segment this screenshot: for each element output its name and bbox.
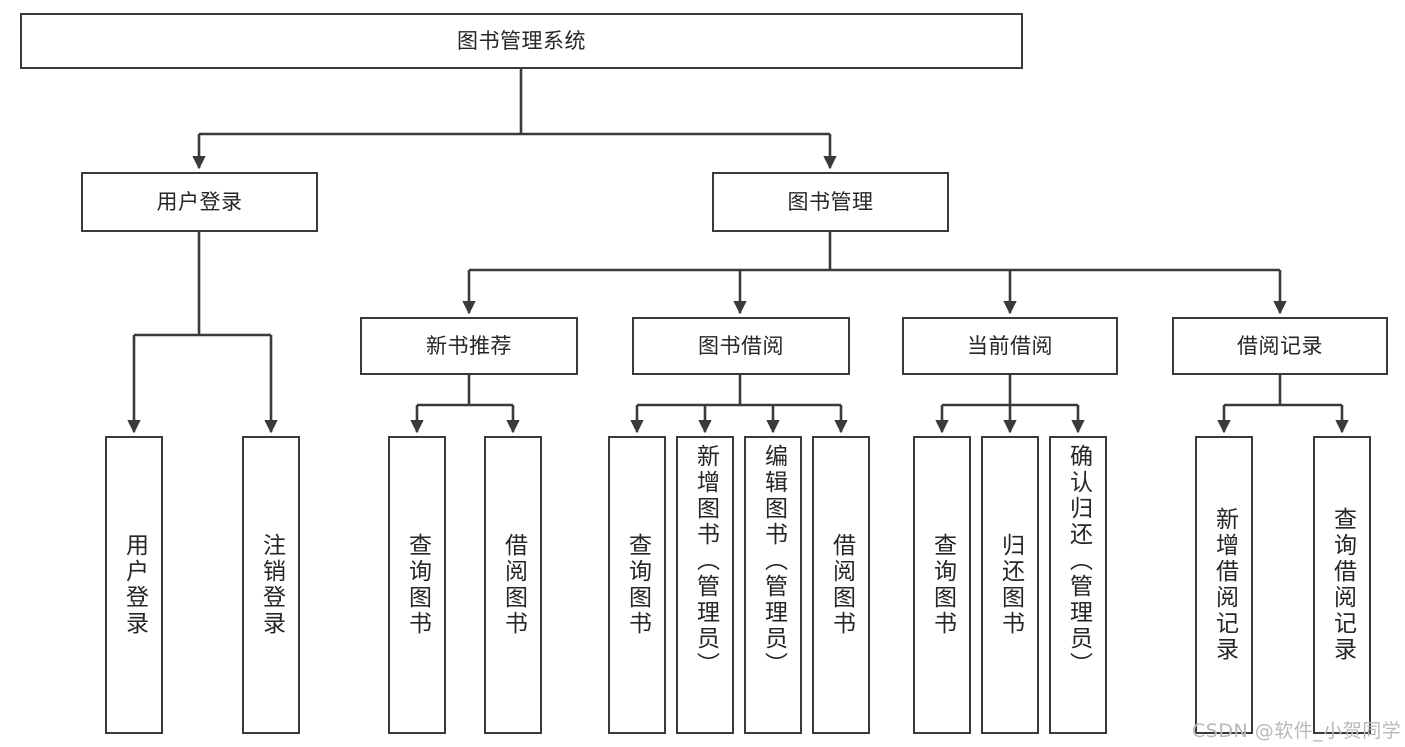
node-book-management-label: 图书管理 <box>787 189 874 214</box>
node-leaf-logout-login-label: 注销登录 <box>258 533 285 637</box>
node-borrow-record[interactable]: 借阅记录 <box>1172 317 1388 375</box>
node-root-system[interactable]: 图书管理系统 <box>20 13 1023 69</box>
node-leaf-query-record[interactable]: 查询借阅记录 <box>1313 436 1371 734</box>
node-leaf-borrow-book-1[interactable]: 借阅图书 <box>484 436 542 734</box>
node-leaf-confirm-return-label: 确认归还（管理员） <box>1065 444 1092 678</box>
node-current-borrow[interactable]: 当前借阅 <box>902 317 1118 375</box>
node-leaf-return-book-label: 归还图书 <box>997 533 1024 637</box>
node-leaf-user-login[interactable]: 用户登录 <box>105 436 163 734</box>
node-leaf-add-book[interactable]: 新增图书（管理员） <box>676 436 734 734</box>
node-leaf-add-record[interactable]: 新增借阅记录 <box>1195 436 1253 734</box>
node-leaf-borrow-book-2-label: 借阅图书 <box>828 533 855 637</box>
node-leaf-logout-login[interactable]: 注销登录 <box>242 436 300 734</box>
node-leaf-return-book[interactable]: 归还图书 <box>981 436 1039 734</box>
node-user-login-label: 用户登录 <box>156 189 243 214</box>
node-user-login[interactable]: 用户登录 <box>81 172 318 232</box>
node-new-book-recommend-label: 新书推荐 <box>426 333 512 358</box>
node-leaf-query-book-1[interactable]: 查询图书 <box>388 436 446 734</box>
node-borrow-record-label: 借阅记录 <box>1237 333 1323 358</box>
node-leaf-query-book-1-label: 查询图书 <box>404 533 431 637</box>
node-book-borrow[interactable]: 图书借阅 <box>632 317 850 375</box>
node-leaf-query-book-3[interactable]: 查询图书 <box>913 436 971 734</box>
node-leaf-query-book-2[interactable]: 查询图书 <box>608 436 666 734</box>
node-leaf-add-record-label: 新增借阅记录 <box>1211 507 1238 663</box>
node-leaf-edit-book-label: 编辑图书（管理员） <box>760 444 787 678</box>
node-current-borrow-label: 当前借阅 <box>967 333 1053 358</box>
node-new-book-recommend[interactable]: 新书推荐 <box>360 317 578 375</box>
node-root-system-label: 图书管理系统 <box>457 28 586 53</box>
node-book-management[interactable]: 图书管理 <box>712 172 949 232</box>
node-leaf-confirm-return[interactable]: 确认归还（管理员） <box>1049 436 1107 734</box>
node-leaf-query-book-3-label: 查询图书 <box>929 533 956 637</box>
node-leaf-query-book-2-label: 查询图书 <box>624 533 651 637</box>
node-leaf-edit-book[interactable]: 编辑图书（管理员） <box>744 436 802 734</box>
node-leaf-borrow-book-2[interactable]: 借阅图书 <box>812 436 870 734</box>
node-leaf-user-login-label: 用户登录 <box>121 533 148 637</box>
node-book-borrow-label: 图书借阅 <box>698 333 784 358</box>
watermark-text: CSDN @软件_小贺同学 <box>1192 720 1402 742</box>
node-leaf-query-record-label: 查询借阅记录 <box>1329 507 1356 663</box>
node-leaf-add-book-label: 新增图书（管理员） <box>692 444 719 678</box>
node-leaf-borrow-book-1-label: 借阅图书 <box>500 533 527 637</box>
